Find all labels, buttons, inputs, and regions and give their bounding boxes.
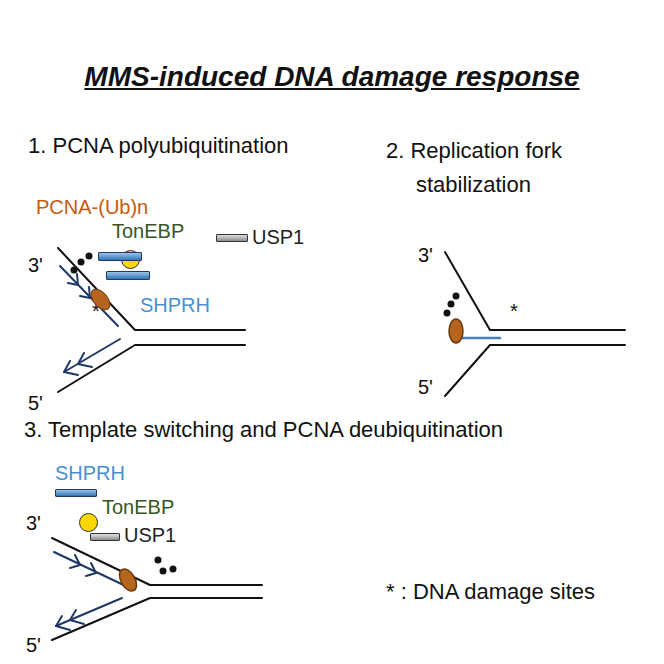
- parental-strand: [445, 252, 625, 330]
- usp1-protein: USP1: [124, 524, 176, 546]
- panel-heading: 2. Replication fork stabilization: [386, 134, 664, 202]
- protein-shape: [90, 533, 120, 541]
- ubiquitin-dot: [453, 293, 460, 300]
- strand-end: 5': [26, 634, 41, 656]
- parental-strand: [52, 598, 262, 640]
- strand-end: 3': [28, 254, 43, 276]
- damage-mark: *: [510, 300, 518, 322]
- protein-label: TonEBP: [102, 496, 174, 518]
- ubiquitin-dot: [160, 568, 167, 575]
- tonebp-protein: TonEBP: [112, 220, 184, 242]
- panel-heading: 3. Template switching and PCNA deubiquit…: [24, 418, 503, 442]
- arrowhead: [86, 563, 96, 576]
- protein-label: SHPRH: [55, 462, 125, 484]
- parental-strand: [58, 345, 245, 392]
- pcna-ring: [116, 566, 140, 594]
- nascent-strand: [56, 598, 122, 626]
- arrowhead: [80, 287, 90, 298]
- protein-label: USP1: [252, 226, 304, 248]
- protein-shape: [98, 252, 142, 261]
- protein-shape: [87, 285, 115, 314]
- arrowhead: [78, 353, 92, 367]
- ubiquitin-dot: [444, 310, 451, 317]
- protein-label: PCNA-(Ub)n: [36, 196, 148, 218]
- protein-label: SHPRH: [140, 294, 210, 316]
- arrowhead: [70, 610, 84, 624]
- protein-label: TonEBP: [112, 220, 184, 242]
- ubiquitin-dot: [170, 566, 177, 573]
- protein-shape: [79, 513, 98, 532]
- ubiquitin-dot: [71, 267, 78, 274]
- ubiquitin-dot: [78, 259, 85, 266]
- protein-shape: [216, 234, 248, 242]
- nascent-strand: [64, 339, 120, 372]
- strand-end: 3': [26, 512, 41, 534]
- pcna-ring: [449, 319, 463, 343]
- arrowhead: [56, 616, 70, 630]
- arrowhead: [70, 555, 80, 568]
- panel-heading: 1. PCNA polyubiquitination: [28, 134, 289, 158]
- ubiquitin-dot: [155, 557, 162, 564]
- parental-strand: [445, 345, 625, 396]
- strand-end: 3': [418, 244, 433, 266]
- strand-end: 5': [28, 392, 43, 414]
- figure-title: MMS-induced DNA damage response: [0, 62, 664, 93]
- protein-label: USP1: [124, 524, 176, 546]
- shprh-protein: SHPRH: [140, 294, 210, 316]
- ubiquitin-dot: [448, 301, 455, 308]
- arrowhead: [64, 361, 78, 375]
- legend-note: * : DNA damage sites: [386, 580, 595, 604]
- arrowhead: [68, 274, 78, 285]
- tonebp-protein: TonEBP: [102, 496, 174, 518]
- protein-shape: [106, 271, 150, 280]
- ubiquitin-dot: [86, 253, 93, 260]
- pcna-complex: PCNA-(Ub)n: [36, 196, 148, 218]
- parental-strand: [58, 248, 245, 330]
- shprh-protein: SHPRH: [55, 462, 125, 484]
- usp1-protein: USP1: [252, 226, 304, 248]
- protein-shape: [55, 489, 97, 497]
- strand-end: 5': [418, 376, 433, 398]
